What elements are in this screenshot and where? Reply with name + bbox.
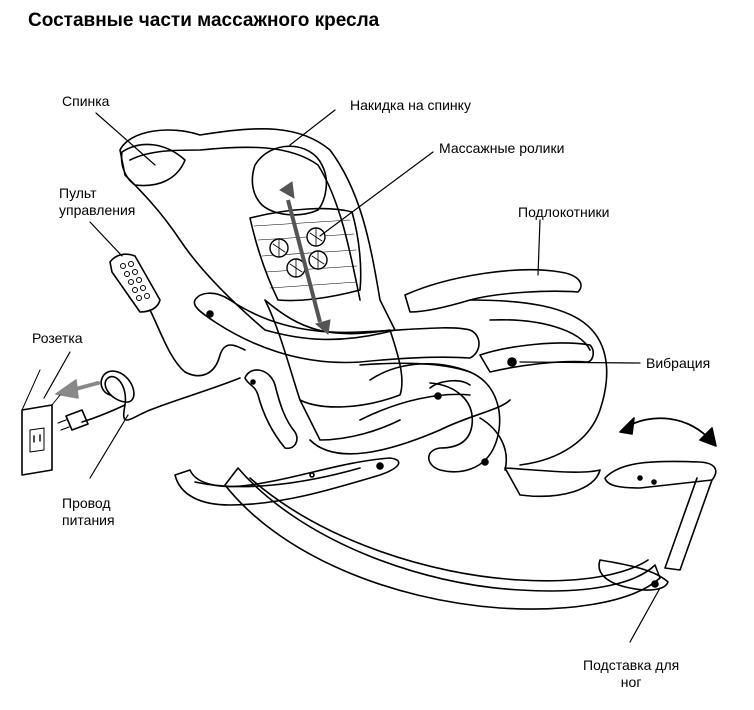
footrest-motion-arrow bbox=[624, 417, 713, 443]
label-podstavka-line2: ног bbox=[620, 674, 642, 690]
right-armrest bbox=[404, 268, 582, 313]
label-spinka: Спинка bbox=[62, 93, 110, 109]
label-vibraciya: Вибрация bbox=[646, 355, 711, 371]
label-podlokotniki: Подлокотники bbox=[518, 204, 610, 220]
wall-socket bbox=[21, 404, 53, 476]
label-provod: Провод питания bbox=[62, 495, 115, 529]
label-podstavka: Подставка для ног bbox=[583, 657, 679, 691]
label-pult: Пульт управления bbox=[59, 185, 135, 219]
label-provod-line2: питания bbox=[62, 512, 115, 528]
remote-buttons bbox=[120, 261, 150, 301]
footrest bbox=[604, 460, 717, 489]
label-nakidka: Накидка на спинку bbox=[350, 97, 471, 113]
back-cover bbox=[251, 145, 328, 216]
power-cord bbox=[100, 370, 241, 421]
remote-control bbox=[109, 253, 161, 313]
left-armrest bbox=[193, 292, 480, 364]
backrest bbox=[119, 127, 396, 341]
label-podstavka-line1: Подставка для bbox=[583, 657, 680, 673]
label-rozetka: Розетка bbox=[32, 330, 83, 346]
rocker-runner bbox=[224, 467, 661, 610]
plug bbox=[65, 409, 89, 431]
label-pult-line2: управления bbox=[59, 202, 136, 218]
massage-rollers bbox=[269, 227, 328, 278]
massage-panel bbox=[249, 207, 362, 302]
label-pult-line1: Пульт bbox=[59, 185, 97, 201]
label-roliki: Массажные ролики bbox=[439, 140, 565, 156]
label-provod-line1: Провод bbox=[62, 495, 111, 511]
diagram-title: Составные части массажного кресла bbox=[28, 10, 380, 31]
roller-travel-arrow bbox=[279, 181, 331, 335]
leader-lines bbox=[43, 109, 661, 643]
